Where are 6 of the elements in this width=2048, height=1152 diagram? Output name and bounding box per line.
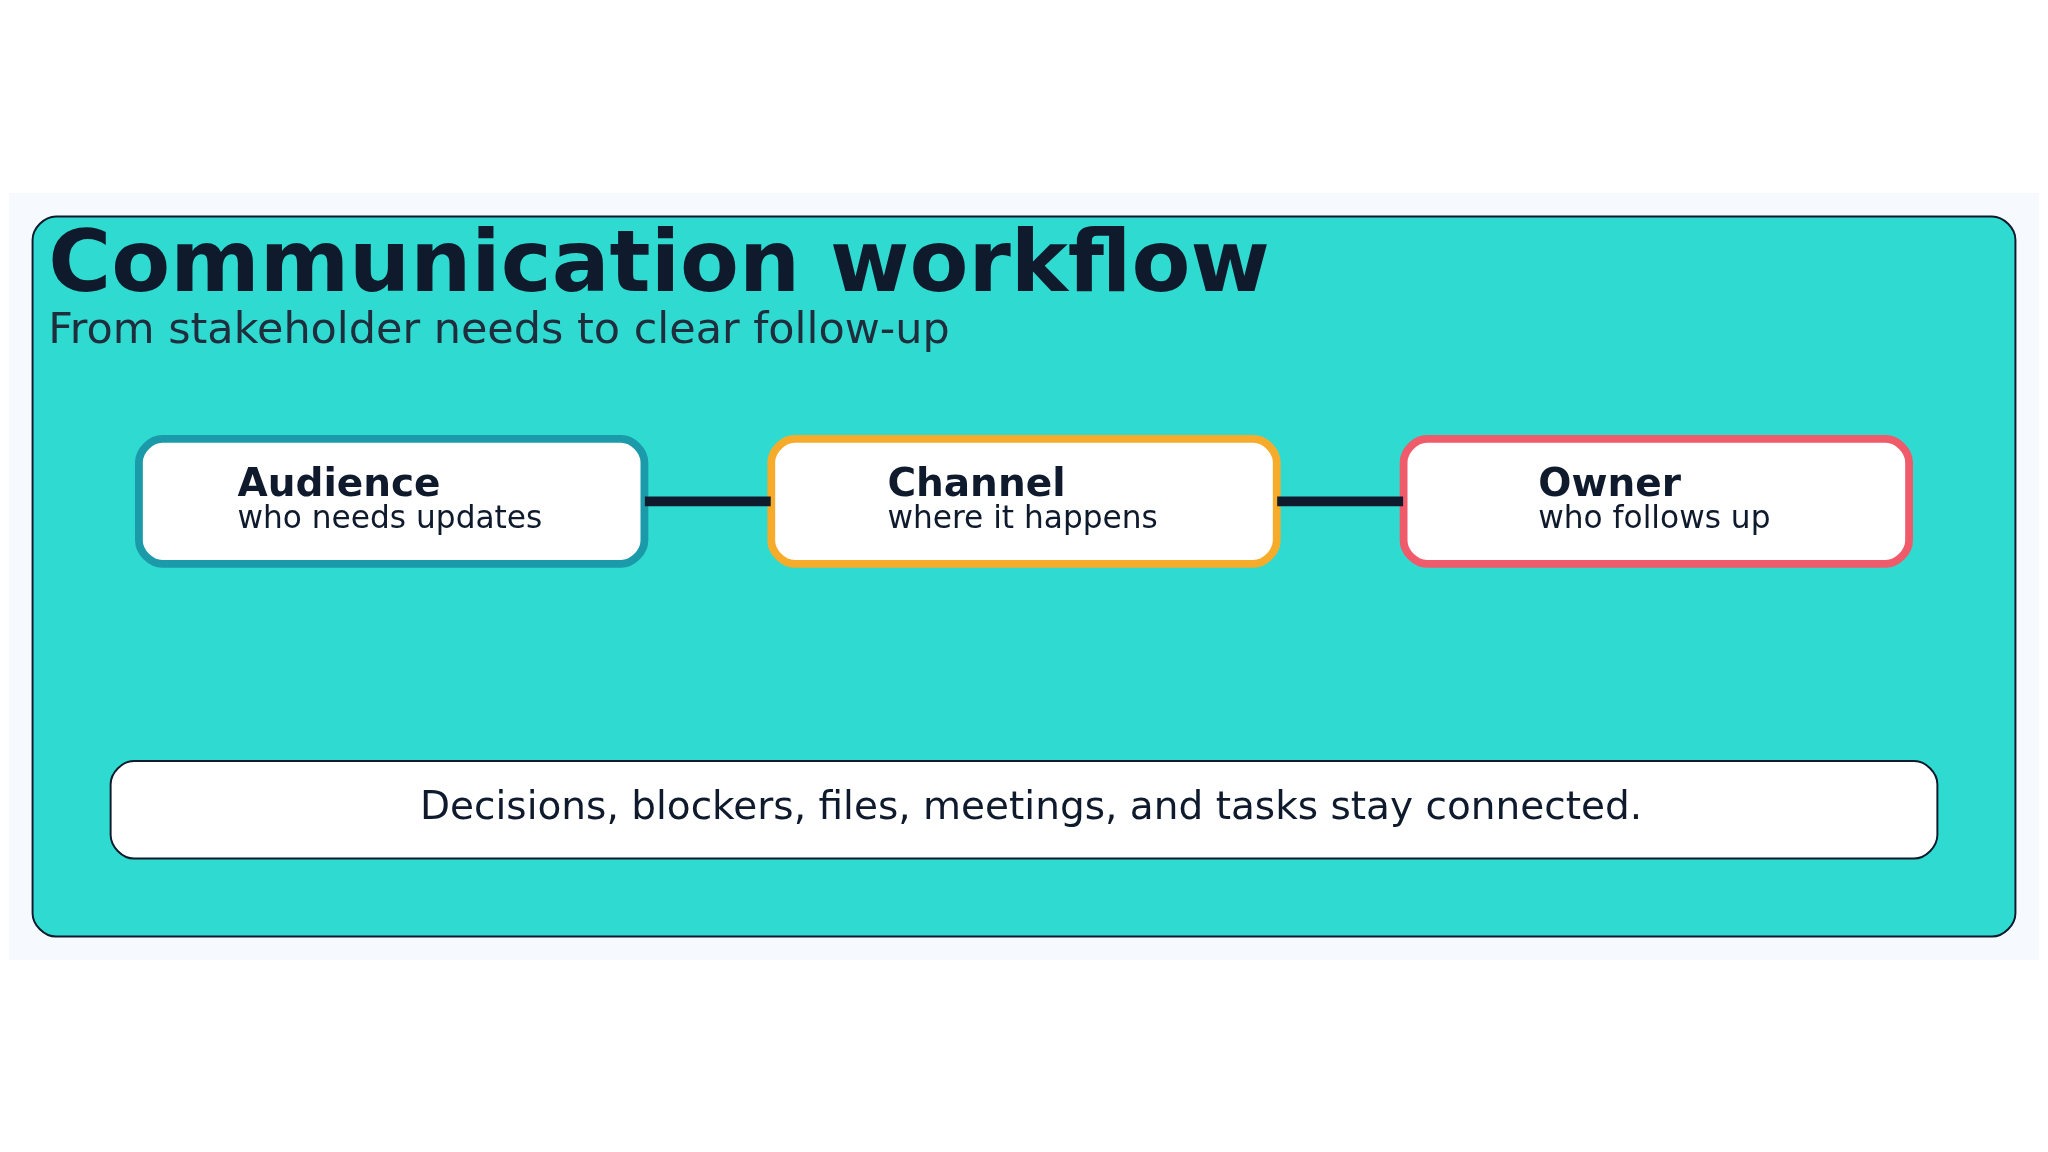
node-box: Decisions, blockers, files, meetings, and tasks stay connected. [109, 759, 1939, 859]
node-box: Audience who needs updates [135, 434, 649, 568]
node-box: Channel where it happens [767, 434, 1281, 568]
connector [644, 496, 771, 506]
connector [1277, 496, 1404, 506]
node-box: Owner who follows up [1399, 434, 1913, 568]
